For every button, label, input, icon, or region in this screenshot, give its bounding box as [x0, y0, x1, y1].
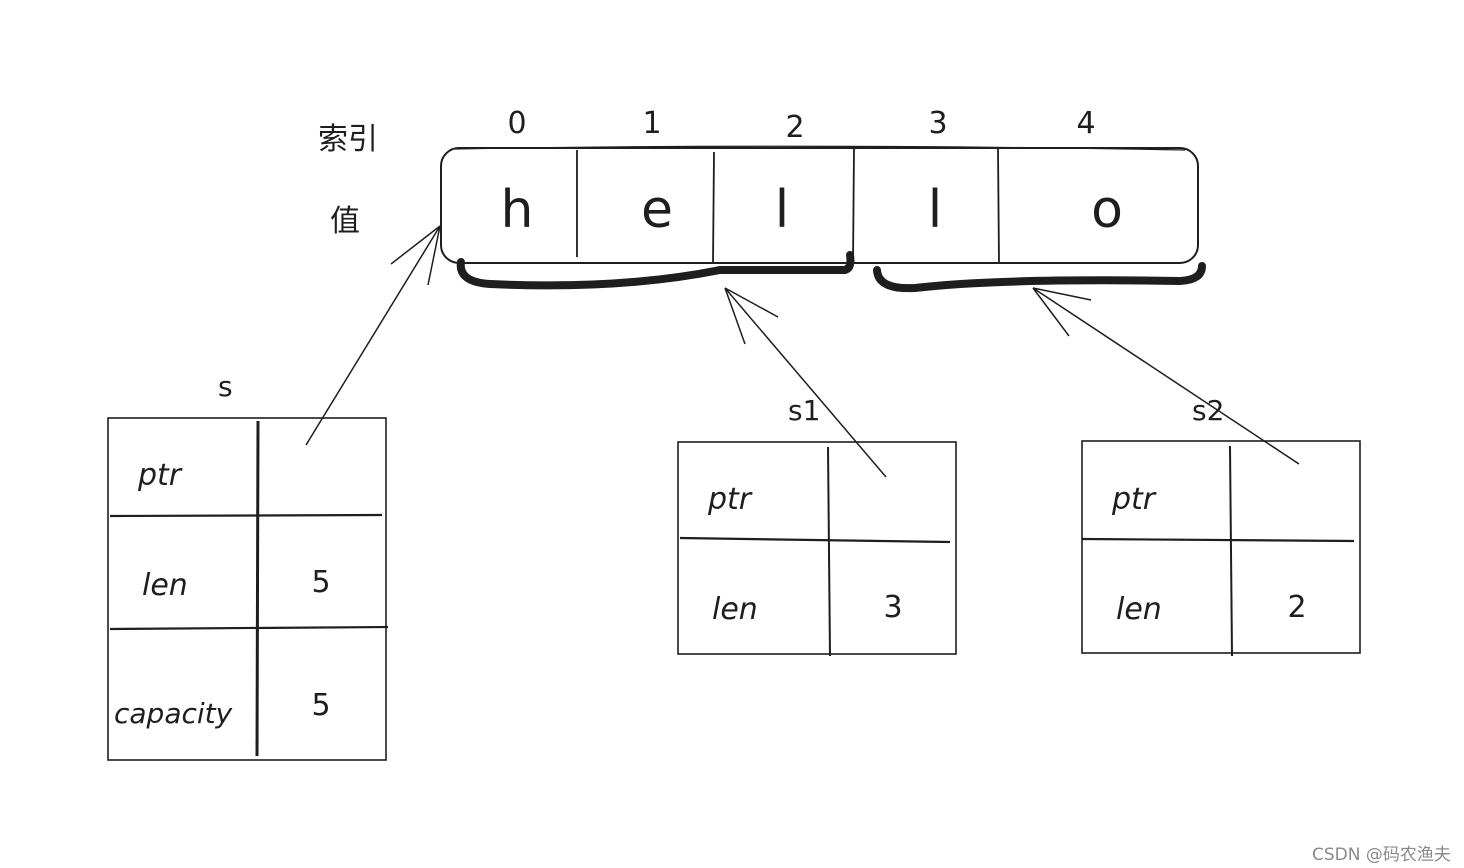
- slice-brace-s1: [456, 251, 855, 290]
- array-index: 3: [928, 106, 948, 141]
- struct-s1-box: [677, 441, 957, 655]
- struct-s-row-line: [109, 625, 389, 631]
- array-divider: [712, 151, 715, 265]
- array-index: 2: [785, 110, 805, 145]
- array-divider: [852, 147, 855, 265]
- struct-s1-divider: [827, 446, 831, 657]
- array-char: e: [641, 180, 673, 240]
- struct-s2-box: [1081, 440, 1361, 654]
- struct-s1-value-len: 3: [883, 590, 903, 625]
- struct-s-title: s: [218, 370, 233, 403]
- pointer-arrow-s1: [724, 287, 887, 478]
- array-divider: [997, 147, 1000, 265]
- struct-s-field-ptr: ptr: [138, 458, 182, 493]
- struct-s-field-len: len: [142, 568, 188, 603]
- array-outline: [440, 147, 1199, 264]
- struct-s2-value-len: 2: [1287, 590, 1307, 625]
- struct-s2-row-line: [1081, 537, 1355, 543]
- csdn-watermark: CSDN @码农渔夫: [1312, 845, 1451, 865]
- array-char: h: [500, 180, 534, 240]
- struct-s-box: [107, 417, 387, 761]
- struct-s-row-line: [109, 513, 383, 518]
- slice-brace-s2: [873, 262, 1206, 293]
- struct-s1-row-line: [679, 536, 951, 544]
- struct-s2-field-ptr: ptr: [1112, 482, 1156, 517]
- struct-s1-field-len: len: [712, 592, 758, 627]
- index-row-label: 索引: [318, 122, 378, 157]
- struct-s-value-len: 5: [311, 565, 331, 600]
- pointer-arrow-s2: [1032, 287, 1300, 465]
- struct-s2-divider: [1229, 445, 1233, 657]
- struct-s2-field-len: len: [1116, 592, 1162, 627]
- struct-s2-title: s2: [1192, 394, 1225, 427]
- array-char: o: [1091, 180, 1123, 240]
- struct-s-field-capacity: capacity: [114, 697, 233, 730]
- array-index: 4: [1076, 106, 1096, 141]
- array-index: 0: [507, 106, 527, 141]
- pointer-arrow-s: [305, 225, 441, 446]
- struct-s1-title: s1: [788, 394, 821, 427]
- value-row-label: 值: [330, 204, 360, 239]
- array-index: 1: [642, 106, 662, 141]
- array-char: l: [927, 180, 943, 240]
- array-top-stroke: [454, 145, 1186, 151]
- struct-s-divider: [255, 420, 260, 757]
- struct-s1-field-ptr: ptr: [708, 482, 752, 517]
- array-char: l: [774, 180, 790, 240]
- struct-s-value-capacity: 5: [311, 688, 331, 723]
